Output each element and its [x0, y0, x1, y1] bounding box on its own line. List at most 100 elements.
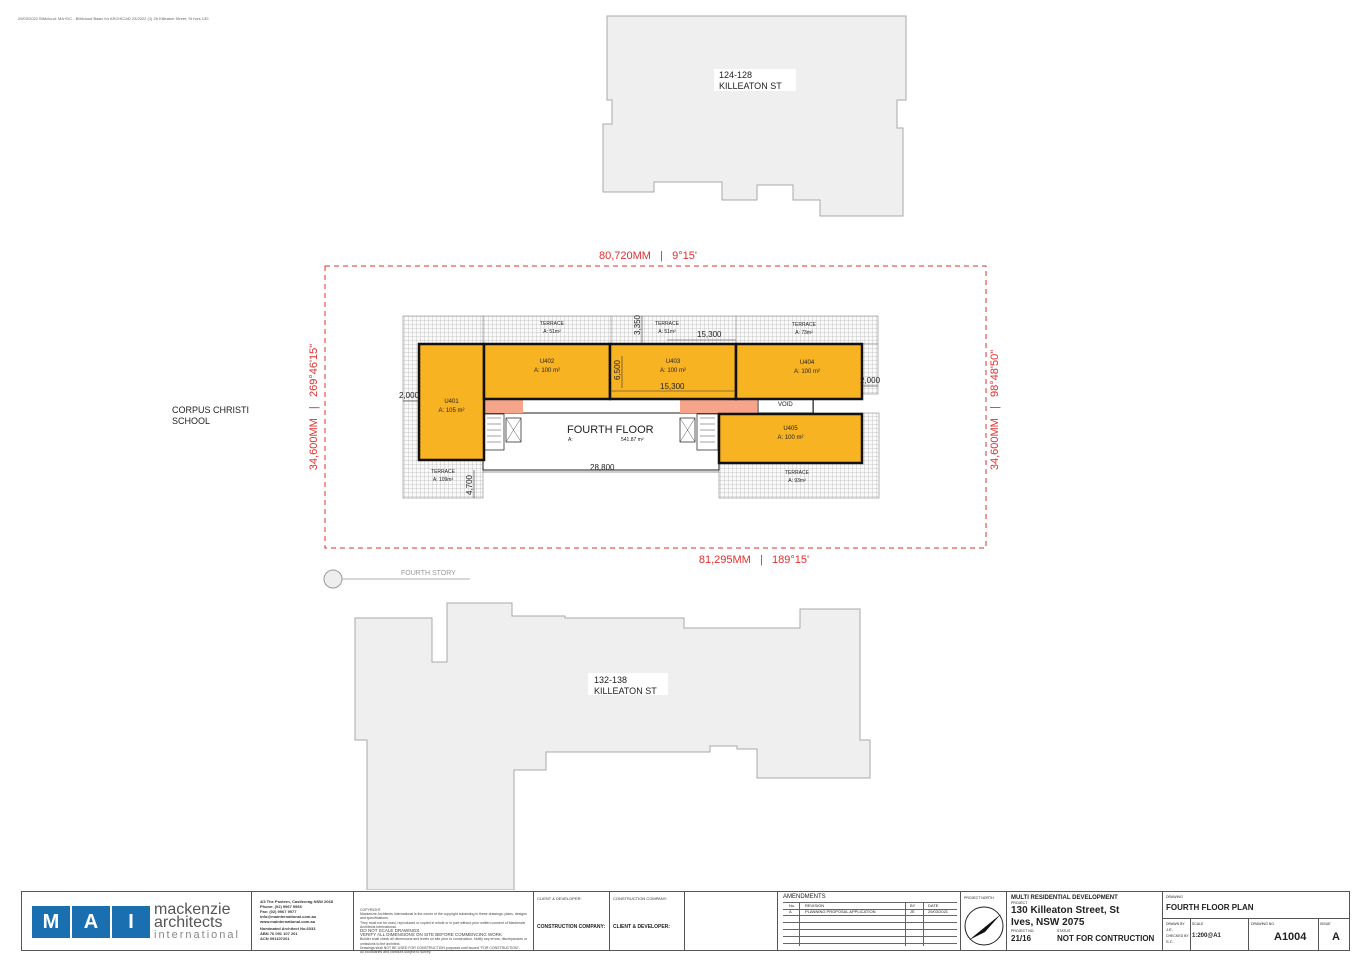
south-building-label: 132-138 KILLEATON ST	[594, 675, 657, 697]
terrace-area: A: 109m²	[432, 477, 454, 483]
address-line: Fax: (02) 9967 9977	[260, 909, 297, 914]
unit-u402-label: U402 A: 100 m²	[484, 358, 610, 376]
dim-6500: 6,500	[613, 359, 622, 381]
construction-cell: CONSTRUCTION COMPANY: CLIENT & DEVELOPER…	[610, 892, 685, 950]
scale-value: 1:200@A1	[1192, 933, 1221, 939]
address-line: ABN 76 091 107 201	[260, 931, 298, 936]
amendments-title: AMENDMENTS	[783, 894, 826, 900]
terrace-1-label: TERRACE A: 51m²	[522, 320, 582, 336]
project-north-cell: PROJECT NORTH	[961, 892, 1007, 950]
logo-letter-m: M	[32, 906, 70, 938]
west-site-line1: CORPUS CHRISTI	[172, 405, 250, 415]
unit-u403	[608, 342, 738, 401]
note-line: VERIFY ALL DIMENSIONS ON SITE BEFORE COM…	[360, 932, 503, 938]
unit-name: U403	[665, 359, 681, 365]
dim-2000-right: 2,000	[860, 376, 881, 385]
dim-3350: 3,350	[633, 314, 642, 336]
unit-u403-label: U403 A: 100 m²	[610, 358, 736, 376]
unit-name: U404	[799, 360, 815, 366]
address-line: 4/3 The Postern, Castlecrag NSW 2068	[260, 899, 333, 904]
firm-name-line2: architects	[154, 914, 223, 931]
client-developer-value: CLIENT & DEVELOPER:	[613, 924, 670, 930]
dim-15300-bottom: 15,300	[660, 382, 685, 391]
amend-date: 29/03/2021	[928, 909, 949, 914]
firm-logo: M A I	[32, 906, 150, 938]
unit-u404-label: U404 A: 100 m²	[736, 359, 878, 377]
note-line: All boundaries and contours subject to s…	[360, 950, 432, 955]
floor-title: FOURTH FLOOR	[567, 424, 654, 436]
drawing-info-cell: DRAWING FOURTH FLOOR PLAN DRAWN BY J.E. …	[1163, 892, 1349, 950]
project-address-line2: Ives, NSW 2075	[1011, 917, 1085, 928]
drawn-by-label: DRAWN BY	[1166, 922, 1185, 926]
project-address: 130 Killeaton Street, St Ives, NSW 2075	[1011, 905, 1119, 929]
drawing-title: FOURTH FLOOR PLAN	[1166, 903, 1254, 912]
north-arrow-icon	[964, 906, 1004, 946]
terrace-name: TERRACE	[785, 470, 809, 476]
drawing-label: DRAWING	[1166, 895, 1183, 899]
floor-area-value: 541.87 m²	[621, 437, 644, 443]
amend-row: A PLANNING PROPOSAL APPLICATION JE 29/03…	[783, 909, 957, 916]
terrace-4-label: TERRACE A: 109m²	[413, 468, 473, 484]
copyright-notes-cell: COPYRIGHT Mackenzie Architects Internati…	[354, 892, 534, 954]
south-label-bg	[588, 673, 668, 695]
stair-left	[483, 413, 505, 451]
unit-area: A: 100 m²	[533, 368, 560, 374]
west-site-line2: SCHOOL	[172, 416, 211, 426]
project-no: 21/16	[1011, 934, 1032, 943]
note-line: COPYRIGHT	[360, 908, 381, 912]
copyright-notes: COPYRIGHT Mackenzie Architects Internati…	[360, 908, 530, 954]
terrace-name: TERRACE	[655, 321, 679, 327]
terrace-area: A: 51m²	[543, 329, 561, 335]
amend-header-row: No. REVISION BY DATE	[783, 902, 957, 910]
unit-u404	[734, 342, 864, 401]
unit-u401-label: U401 A: 105 m²	[419, 398, 484, 416]
scale-label: SCALE	[1192, 922, 1204, 926]
terrace-3-label: TERRACE A: 73m²	[774, 321, 834, 337]
dim-15300-top: 15,300	[697, 330, 722, 339]
construction-label: CONSTRUCTION COMPANY:	[613, 896, 668, 901]
project-info-cell: MULTI RESIDENTIAL DEVELOPMENT PROJECT 13…	[1007, 892, 1163, 950]
north-building-label: 124-128 KILLEATON ST	[719, 70, 782, 92]
address-line: ACN 091107201	[260, 936, 290, 941]
section-marker-circle	[323, 569, 343, 589]
amend-col-no: No.	[789, 903, 796, 908]
dim-2000-left: 2,000	[399, 391, 420, 400]
unit-area: A: 105 m²	[438, 408, 465, 414]
boundary-dim-bottom: 81,295MM | 189°15'	[698, 554, 810, 566]
project-label: PROJECT	[1011, 901, 1028, 905]
address-line: Phone: (02) 9967 9966	[260, 904, 302, 909]
site-boundary	[324, 265, 987, 549]
terrace-area: A: 73m²	[795, 330, 813, 336]
client-cell: CLIENT & DEVELOPER: CONSTRUCTION COMPANY…	[534, 892, 610, 950]
south-building-number: 132-138	[594, 675, 628, 685]
checked-by-label: CHECKED BY	[1166, 934, 1189, 938]
terrace-5-label: TERRACE A: 93m²	[767, 469, 827, 485]
drawing-no: A1004	[1274, 931, 1307, 943]
construction-company-value: CONSTRUCTION COMPANY:	[537, 924, 606, 930]
blank-cell	[685, 892, 778, 950]
south-building-street: KILLEATON ST	[594, 686, 657, 696]
amend-by: JE	[910, 909, 915, 914]
note-line: Builder shall check all dimensions and l…	[360, 937, 528, 946]
unit-name: U401	[444, 399, 459, 405]
unit-name: U405	[783, 426, 798, 432]
firm-name-line1: mackenzie	[154, 901, 231, 918]
amend-revision: PLANNING PROPOSAL APPLICATION	[805, 909, 876, 914]
floor-area-label: A:	[568, 437, 573, 443]
title-block: M A I mackenzie architects international…	[21, 891, 1350, 954]
file-path-header: 29/03/2022 BIMcloud: MA+DC - BIMcloud Ba…	[18, 16, 209, 21]
checked-by: S.C.	[1166, 939, 1174, 944]
unit-u405	[717, 412, 864, 465]
firm-address: 4/3 The Postern, Castlecrag NSW 2068 Pho…	[260, 899, 333, 941]
note-line: Drawings shall NOT BE USED FOR CONSTRUCT…	[360, 945, 520, 950]
amendments-cell: AMENDMENTS No. REVISION BY DATE A PLANNI…	[778, 892, 961, 950]
neighbour-building-north	[602, 15, 907, 217]
core-pink-right	[680, 399, 757, 413]
issue-value: A	[1332, 931, 1340, 943]
status-label: STATUS	[1057, 929, 1071, 933]
north-label-bg	[714, 69, 796, 91]
logo-letter-i: I	[112, 906, 150, 938]
amend-no: A	[789, 909, 792, 914]
terrace-2-label: TERRACE A: 51m²	[637, 320, 697, 336]
client-label: CLIENT & DEVELOPER:	[537, 896, 582, 901]
